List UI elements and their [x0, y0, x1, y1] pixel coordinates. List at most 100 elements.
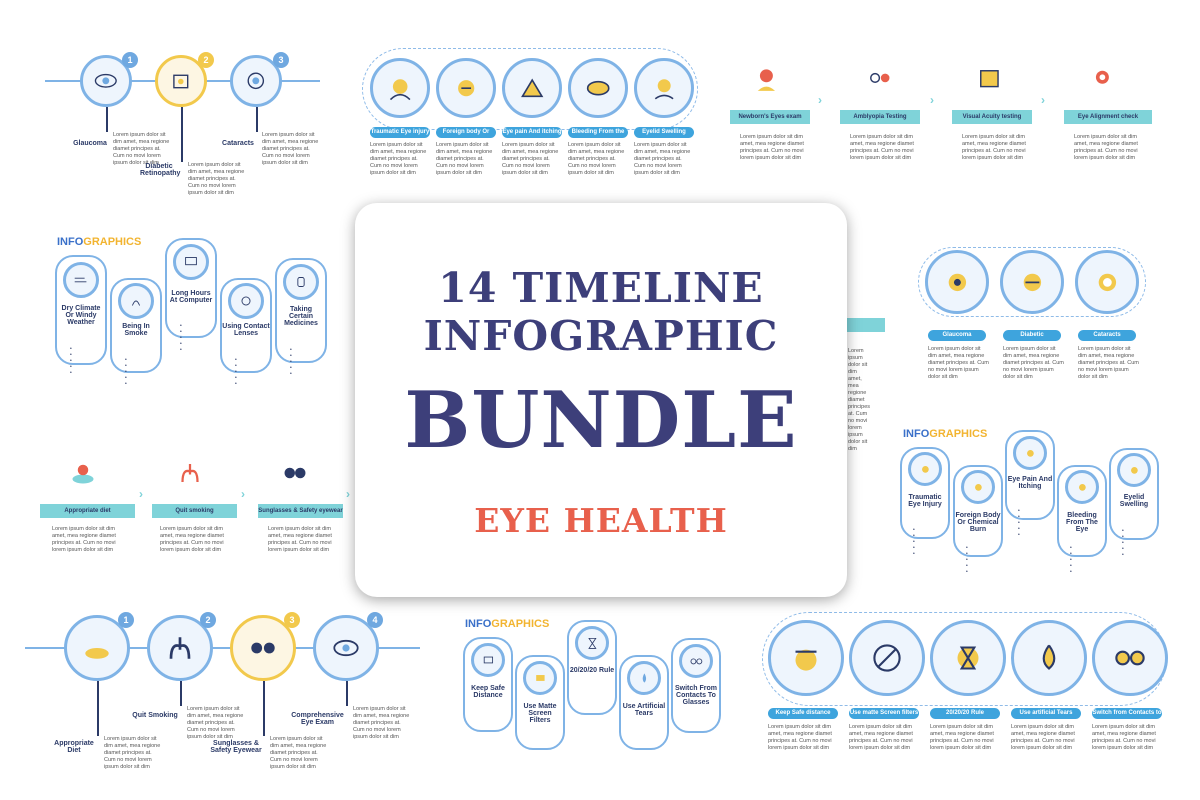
partial-lorem: Lorem ipsum dolor sit dim amet, mea regi…: [848, 348, 871, 452]
lorem-text: Lorem ipsum dolor sit dim amet, mea regi…: [1092, 724, 1156, 751]
label-switch-contacts: Switch from Contacts to glasses: [1092, 708, 1162, 727]
lorem-text: Lorem ipsum dolor sit dim amet, mea regi…: [436, 142, 493, 176]
bleeding-icon: [1065, 470, 1099, 504]
alignment-icon: [1078, 55, 1126, 103]
contact-lens-icon: [228, 283, 264, 319]
rating-dots: • • • • •: [966, 545, 969, 575]
title-line-2: INFOGRAPHIC: [423, 312, 779, 360]
label-medicines: Taking Certain Medicines: [284, 306, 318, 327]
label-amblyopia: Amblyopia Testing: [840, 110, 920, 124]
hourglass-icon: [575, 626, 609, 660]
step-number-1: 1: [122, 52, 138, 68]
distance-icon: [471, 643, 505, 677]
label-quit-smoking: Quit Smoking: [132, 712, 178, 719]
lorem-text: Lorem ipsum dolor sit dim amet, mea regi…: [268, 526, 332, 553]
itching-icon: [502, 58, 562, 118]
label-dry-climate: Dry Climate Or Windy Weather: [61, 305, 101, 326]
retinopathy-icon: [1000, 250, 1064, 314]
subtitle: EYE HEALTH: [474, 501, 728, 540]
lorem-text: Lorem ipsum dolor sit dim amet, mea regi…: [930, 724, 994, 751]
glasses-icon: [679, 644, 713, 678]
label-foreign-body: Foreign Body Or Chemical Burn: [955, 512, 1001, 533]
label-being-in-smoke: Being In Smoke: [122, 323, 150, 337]
computer-icon: [173, 244, 209, 280]
label-contact-lenses: Using Contact Lenses: [222, 323, 270, 337]
diet-icon: [64, 615, 130, 681]
label-appropriate-diet: Appropriate Diet: [54, 740, 94, 754]
step-number-2: 2: [198, 52, 214, 68]
title-card: 14 TIMELINE INFOGRAPHIC BUNDLE EYE HEALT…: [355, 203, 847, 597]
step-number-4: 4: [367, 612, 383, 628]
label-foreign-body: Foreign body Or chemical burn: [436, 127, 496, 146]
lorem-text: Lorem ipsum dolor sit dim amet, mea regi…: [353, 706, 410, 740]
label-glaucoma: Glaucoma: [73, 140, 107, 147]
glasses-icon: [1092, 620, 1168, 696]
lorem-text: Lorem ipsum dolor sit dim amet, mea regi…: [113, 132, 170, 166]
lorem-text: Lorem ipsum dolor sit dim amet, mea regi…: [52, 526, 116, 553]
label-eye-pain: Eye pain And itching: [502, 127, 562, 138]
timeline-line: [25, 647, 420, 649]
lorem-text: Lorem ipsum dolor sit dim amet, mea regi…: [502, 142, 559, 176]
chemical-icon: [436, 58, 496, 118]
label-long-hours: Long Hours At Computer: [169, 290, 213, 304]
lorem-text: Lorem ipsum dolor sit dim amet, mea regi…: [1011, 724, 1075, 751]
label-swelling: Eyelid Swelling: [634, 127, 694, 138]
rating-dots: • • • • •: [290, 347, 293, 377]
label-diabetic-retinopathy: Diabetic Retinopathy: [1003, 330, 1061, 349]
lorem-text: Lorem ipsum dolor sit dim amet, mea regi…: [270, 736, 327, 770]
label-switch-contacts: Switch From Contacts To Glasses: [674, 685, 717, 706]
smoke-icon: [118, 283, 154, 319]
eye-exam-icon: [313, 615, 379, 681]
rating-dots: • • • • •: [1070, 545, 1073, 575]
sunglasses-icon: [270, 448, 320, 498]
lorem-text: Lorem ipsum dolor sit dim amet, mea regi…: [850, 134, 914, 161]
label-quit-smoking: Quit smoking: [152, 504, 237, 518]
step-number-1: 1: [118, 612, 134, 628]
lorem-text: Lorem ipsum dolor sit dim amet, mea regi…: [1003, 346, 1064, 380]
label-safe-distance: Keep Safe Distance: [471, 685, 505, 699]
arrow-right-icon: ›: [139, 487, 143, 501]
label-appropriate-diet: Appropriate diet: [40, 504, 135, 518]
step-number-3: 3: [273, 52, 289, 68]
label-safe-distance: Keep Safe distance: [768, 708, 838, 719]
label-20-20-20: 20/20/20 Rule: [569, 667, 615, 674]
label-bleeding: Bleeding From The Eye: [1066, 512, 1098, 533]
label-20-20-20: 20/20/20 Rule: [930, 708, 1000, 719]
label-comprehensive-exam: Comprehensive Eye Exam: [291, 712, 344, 726]
arrow-right-icon: ›: [930, 93, 934, 107]
label-glaucoma: Glaucoma: [928, 330, 986, 341]
lorem-text: Lorem ipsum dolor sit dim amet, mea regi…: [740, 134, 804, 161]
amblyopia-icon: [855, 55, 903, 103]
label-traumatic: Traumatic Eye Injury: [908, 494, 942, 508]
rating-dots: • • • • •: [913, 527, 916, 557]
wind-icon: [63, 262, 99, 298]
eye-drops-icon: [627, 661, 661, 695]
hourglass-icon: [930, 620, 1006, 696]
lorem-text: Lorem ipsum dolor sit dim amet, mea regi…: [262, 132, 319, 166]
rating-dots: • • • • •: [180, 323, 183, 353]
eye-drops-icon: [1011, 620, 1087, 696]
rating-dots: • • • • •: [1122, 528, 1125, 558]
label-cataracts: Cataracts: [1078, 330, 1136, 341]
arrow-right-icon: ›: [1041, 93, 1045, 107]
lorem-text: Lorem ipsum dolor sit dim amet, mea regi…: [1074, 134, 1138, 161]
label-sunglasses: Sunglasses & Safety Eyewear: [210, 740, 262, 754]
label-swelling: Eyelid Swelling: [1119, 494, 1149, 508]
label-artificial-tears: Use artificial Tears: [1011, 708, 1081, 719]
lorem-text: Lorem ipsum dolor sit dim amet, mea regi…: [849, 724, 913, 751]
arrow-right-icon: ›: [241, 487, 245, 501]
lungs-icon: [147, 615, 213, 681]
label-artificial-tears: Use Artificial Tears: [622, 703, 666, 717]
partial-tagbar: [845, 318, 885, 332]
rating-dots: • • • • •: [125, 357, 128, 387]
lorem-text: Lorem ipsum dolor sit dim amet, mea regi…: [768, 724, 832, 751]
screen-filter-icon: [849, 620, 925, 696]
rating-dots: • • • • •: [235, 357, 238, 387]
glaucoma-icon: [925, 250, 989, 314]
lorem-text: Lorem ipsum dolor sit dim amet, mea regi…: [188, 162, 245, 196]
lungs-icon: [165, 448, 215, 498]
swelling-icon: [1117, 453, 1151, 487]
acuity-icon: [965, 55, 1013, 103]
lorem-text: Lorem ipsum dolor sit dim amet, mea regi…: [187, 706, 244, 740]
lorem-text: Lorem ipsum dolor sit dim amet, mea regi…: [568, 142, 625, 176]
